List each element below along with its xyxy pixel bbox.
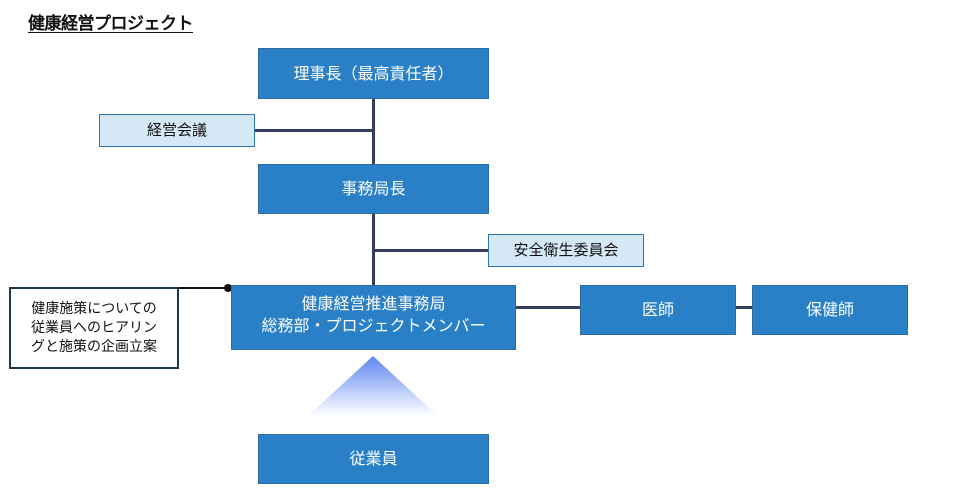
triangle-shape (308, 356, 438, 416)
note-line3: グと施策の企画立案 (31, 338, 157, 355)
node-label: 経営会議 (146, 121, 207, 139)
connector-note (178, 287, 228, 289)
connector-management-meeting (254, 129, 374, 132)
connector-safety-committee (373, 249, 489, 252)
node-secretary-general: 事務局長 (258, 164, 489, 214)
node-management-meeting: 経営会議 (99, 114, 255, 147)
page-title: 健康経営プロジェクト (28, 14, 194, 34)
node-chairman: 理事長（最高責任者） (258, 48, 489, 99)
connector-dot (224, 284, 232, 292)
node-employees: 従業員 (258, 434, 489, 484)
node-health-nurse: 保健師 (752, 285, 908, 335)
node-label: 医師 (641, 300, 674, 319)
node-label: 従業員 (349, 449, 398, 468)
node-label: 安全衛生委員会 (513, 241, 619, 259)
upward-arrow-triangle (308, 356, 438, 416)
note-line2: 従業員へのヒアリン (31, 319, 157, 336)
node-label: 理事長（最高責任者） (293, 63, 454, 83)
connector-doctor (515, 306, 581, 309)
node-label: 保健師 (805, 300, 854, 319)
note-box: 健康施策についての 従業員へのヒアリン グと施策の企画立案 (9, 287, 179, 369)
node-label: 事務局長 (341, 179, 406, 198)
node-label-line1: 健康経営推進事務局 (301, 293, 446, 313)
note-line1: 健康施策についての (31, 300, 157, 317)
node-promotion-office: 健康経営推進事務局 総務部・プロジェクトメンバー (231, 285, 516, 350)
node-doctor: 医師 (580, 285, 736, 335)
node-safety-committee: 安全衛生委員会 (488, 234, 644, 267)
node-label-line2: 総務部・プロジェクトメンバー (261, 315, 486, 335)
connector-health-nurse (735, 306, 753, 309)
